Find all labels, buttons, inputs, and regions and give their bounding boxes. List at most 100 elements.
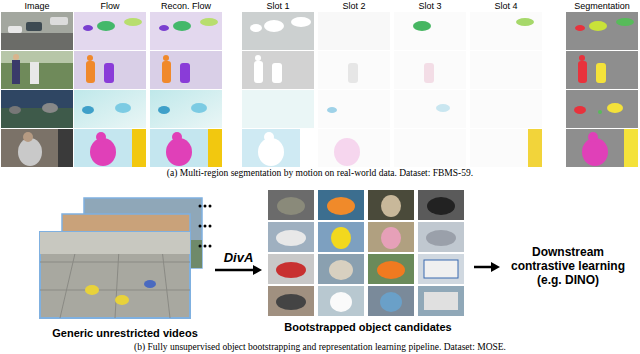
arrow-head xyxy=(491,262,500,272)
stage-label: Bootstrapped object candidates xyxy=(284,321,451,334)
illustration-rect xyxy=(150,12,222,50)
illustration-rect xyxy=(268,286,314,316)
illustration-rect xyxy=(318,222,364,252)
illustration-rect xyxy=(318,286,364,316)
illustration-circle xyxy=(579,55,585,61)
illustration-rect xyxy=(368,286,414,316)
illustration-circle xyxy=(204,205,207,208)
illustration-ellipse xyxy=(426,230,456,246)
illustration-ellipse xyxy=(82,106,94,114)
illustration-rect xyxy=(268,222,314,252)
illustration-rect xyxy=(150,51,222,89)
illustration-circle xyxy=(13,54,19,60)
illustration-rect xyxy=(424,292,458,310)
illustration-ellipse xyxy=(97,21,115,31)
illustration-ellipse xyxy=(42,103,58,113)
illustration-rect xyxy=(368,222,414,252)
illustration-ellipse xyxy=(115,103,131,113)
illustration-rect xyxy=(104,63,114,83)
illustration-rect xyxy=(470,90,542,128)
illustration-rect xyxy=(86,61,95,83)
illustration-rect xyxy=(418,222,464,252)
illustration-rect xyxy=(418,286,464,316)
illustration-rect xyxy=(300,129,314,167)
illustration-rect xyxy=(208,129,222,167)
illustration-ellipse xyxy=(381,195,401,217)
illustration-rect xyxy=(368,254,414,284)
illustration-rect xyxy=(318,51,390,89)
illustration-ellipse xyxy=(276,294,306,310)
illustration-ellipse xyxy=(159,25,169,31)
illustration-rect xyxy=(470,12,542,50)
illustration-circle xyxy=(264,132,274,142)
column-header: Slot 1 xyxy=(242,1,314,12)
illustration-rect xyxy=(272,63,282,83)
illustration-rect xyxy=(394,12,466,50)
illustration-ellipse xyxy=(83,25,93,31)
illustration-rect xyxy=(132,129,146,167)
illustration-ellipse xyxy=(331,227,351,249)
illustration-ellipse xyxy=(575,25,585,31)
illustration-circle xyxy=(204,225,207,228)
illustration-ellipse xyxy=(166,138,192,166)
illustration-circle xyxy=(204,245,207,248)
illustration-rect xyxy=(50,17,68,25)
illustration-rect xyxy=(566,12,638,50)
illustration-rect xyxy=(74,12,146,50)
illustration-ellipse xyxy=(582,138,608,166)
illustration-rect xyxy=(254,61,263,83)
illustration-circle xyxy=(199,205,202,208)
illustration-rect xyxy=(242,129,314,167)
stage-label: Downstream contrastive learning (e.g. DI… xyxy=(500,246,636,287)
illustration-rect xyxy=(318,12,390,50)
illustration-circle xyxy=(172,132,182,142)
illustration-rect xyxy=(74,51,146,89)
illustration-rect xyxy=(1,129,73,167)
illustration-rect xyxy=(26,22,42,31)
column-header: Image xyxy=(1,1,73,12)
illustration-rect xyxy=(418,254,464,284)
illustration-rect xyxy=(242,90,314,128)
column-header: Flow xyxy=(74,1,146,12)
illustration-rect xyxy=(30,62,39,84)
illustration-ellipse xyxy=(18,138,42,166)
illustration-rect xyxy=(578,61,587,83)
illustration-rect xyxy=(318,90,390,128)
illustration-rect xyxy=(268,254,314,284)
illustration-rect xyxy=(566,129,638,167)
illustration-ellipse xyxy=(158,106,170,114)
subfigure-caption: (b) Fully unsupervised object bootstrapp… xyxy=(0,342,640,353)
illustration-ellipse xyxy=(173,21,191,31)
illustration-rect xyxy=(624,129,638,167)
illustration-circle xyxy=(23,132,33,142)
illustration-rect xyxy=(394,129,466,167)
illustration-ellipse xyxy=(607,103,623,113)
illustration-ellipse xyxy=(90,138,116,166)
illustration-circle xyxy=(87,55,93,61)
illustration-rect xyxy=(318,190,364,220)
illustration-rect xyxy=(348,63,358,83)
column-header: Slot 3 xyxy=(394,1,466,12)
illustration-ellipse xyxy=(413,21,431,31)
illustration-circle xyxy=(96,132,106,142)
illustration-ellipse xyxy=(258,138,284,166)
illustration-circle xyxy=(199,245,202,248)
illustration-ellipse xyxy=(124,18,142,26)
illustration-rect xyxy=(318,254,364,284)
illustration-ellipse xyxy=(380,292,402,312)
illustration-rect xyxy=(418,190,464,220)
illustration-ellipse xyxy=(291,17,311,27)
illustration-rect xyxy=(40,232,190,254)
illustration-ellipse xyxy=(574,106,586,114)
illustration-rect xyxy=(394,90,466,128)
illustration-rect xyxy=(150,129,222,167)
illustration-ellipse xyxy=(250,24,262,32)
illustration-rect xyxy=(12,60,20,84)
column-header: Slot 2 xyxy=(318,1,390,12)
illustration-ellipse xyxy=(276,262,306,278)
illustration-ellipse xyxy=(144,280,156,288)
illustration-ellipse xyxy=(9,106,21,114)
illustration-circle xyxy=(209,225,212,228)
illustration-circle xyxy=(598,110,602,114)
